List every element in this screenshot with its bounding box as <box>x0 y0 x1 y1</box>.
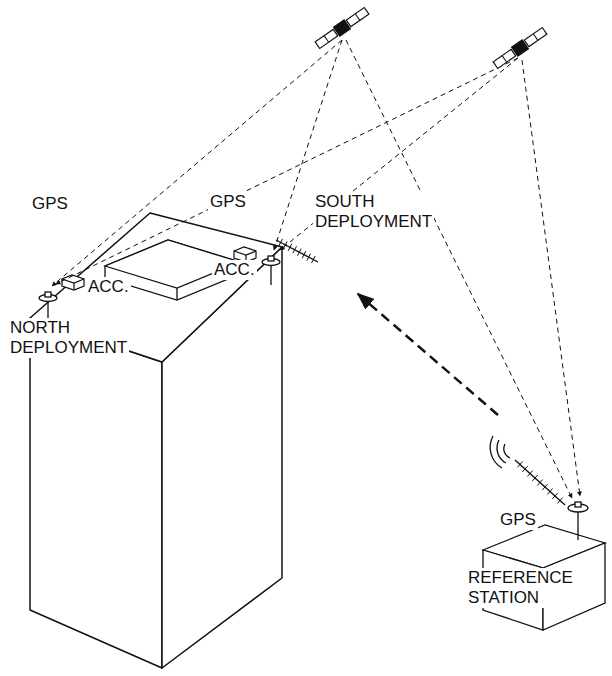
gps-antenna <box>39 256 588 540</box>
deployment-label: SOUTH DEPLOYMENT <box>313 192 434 232</box>
gps-label: GPS <box>208 192 248 212</box>
antenna-elements <box>279 239 563 504</box>
sensor-label: ACC. <box>212 260 257 280</box>
gps-signal <box>52 40 580 498</box>
gps-label: GPS <box>498 510 538 530</box>
radio-antenna <box>276 240 565 505</box>
sensor-label: ACC. <box>86 277 131 297</box>
satellite <box>314 6 548 70</box>
deployment-label: NORTH DEPLOYMENT <box>8 318 129 358</box>
building <box>30 213 282 668</box>
radio-link <box>358 294 498 415</box>
radio-waves <box>490 436 510 468</box>
station-label: REFERENCE STATION <box>466 568 575 608</box>
gps-label: GPS <box>30 194 70 214</box>
